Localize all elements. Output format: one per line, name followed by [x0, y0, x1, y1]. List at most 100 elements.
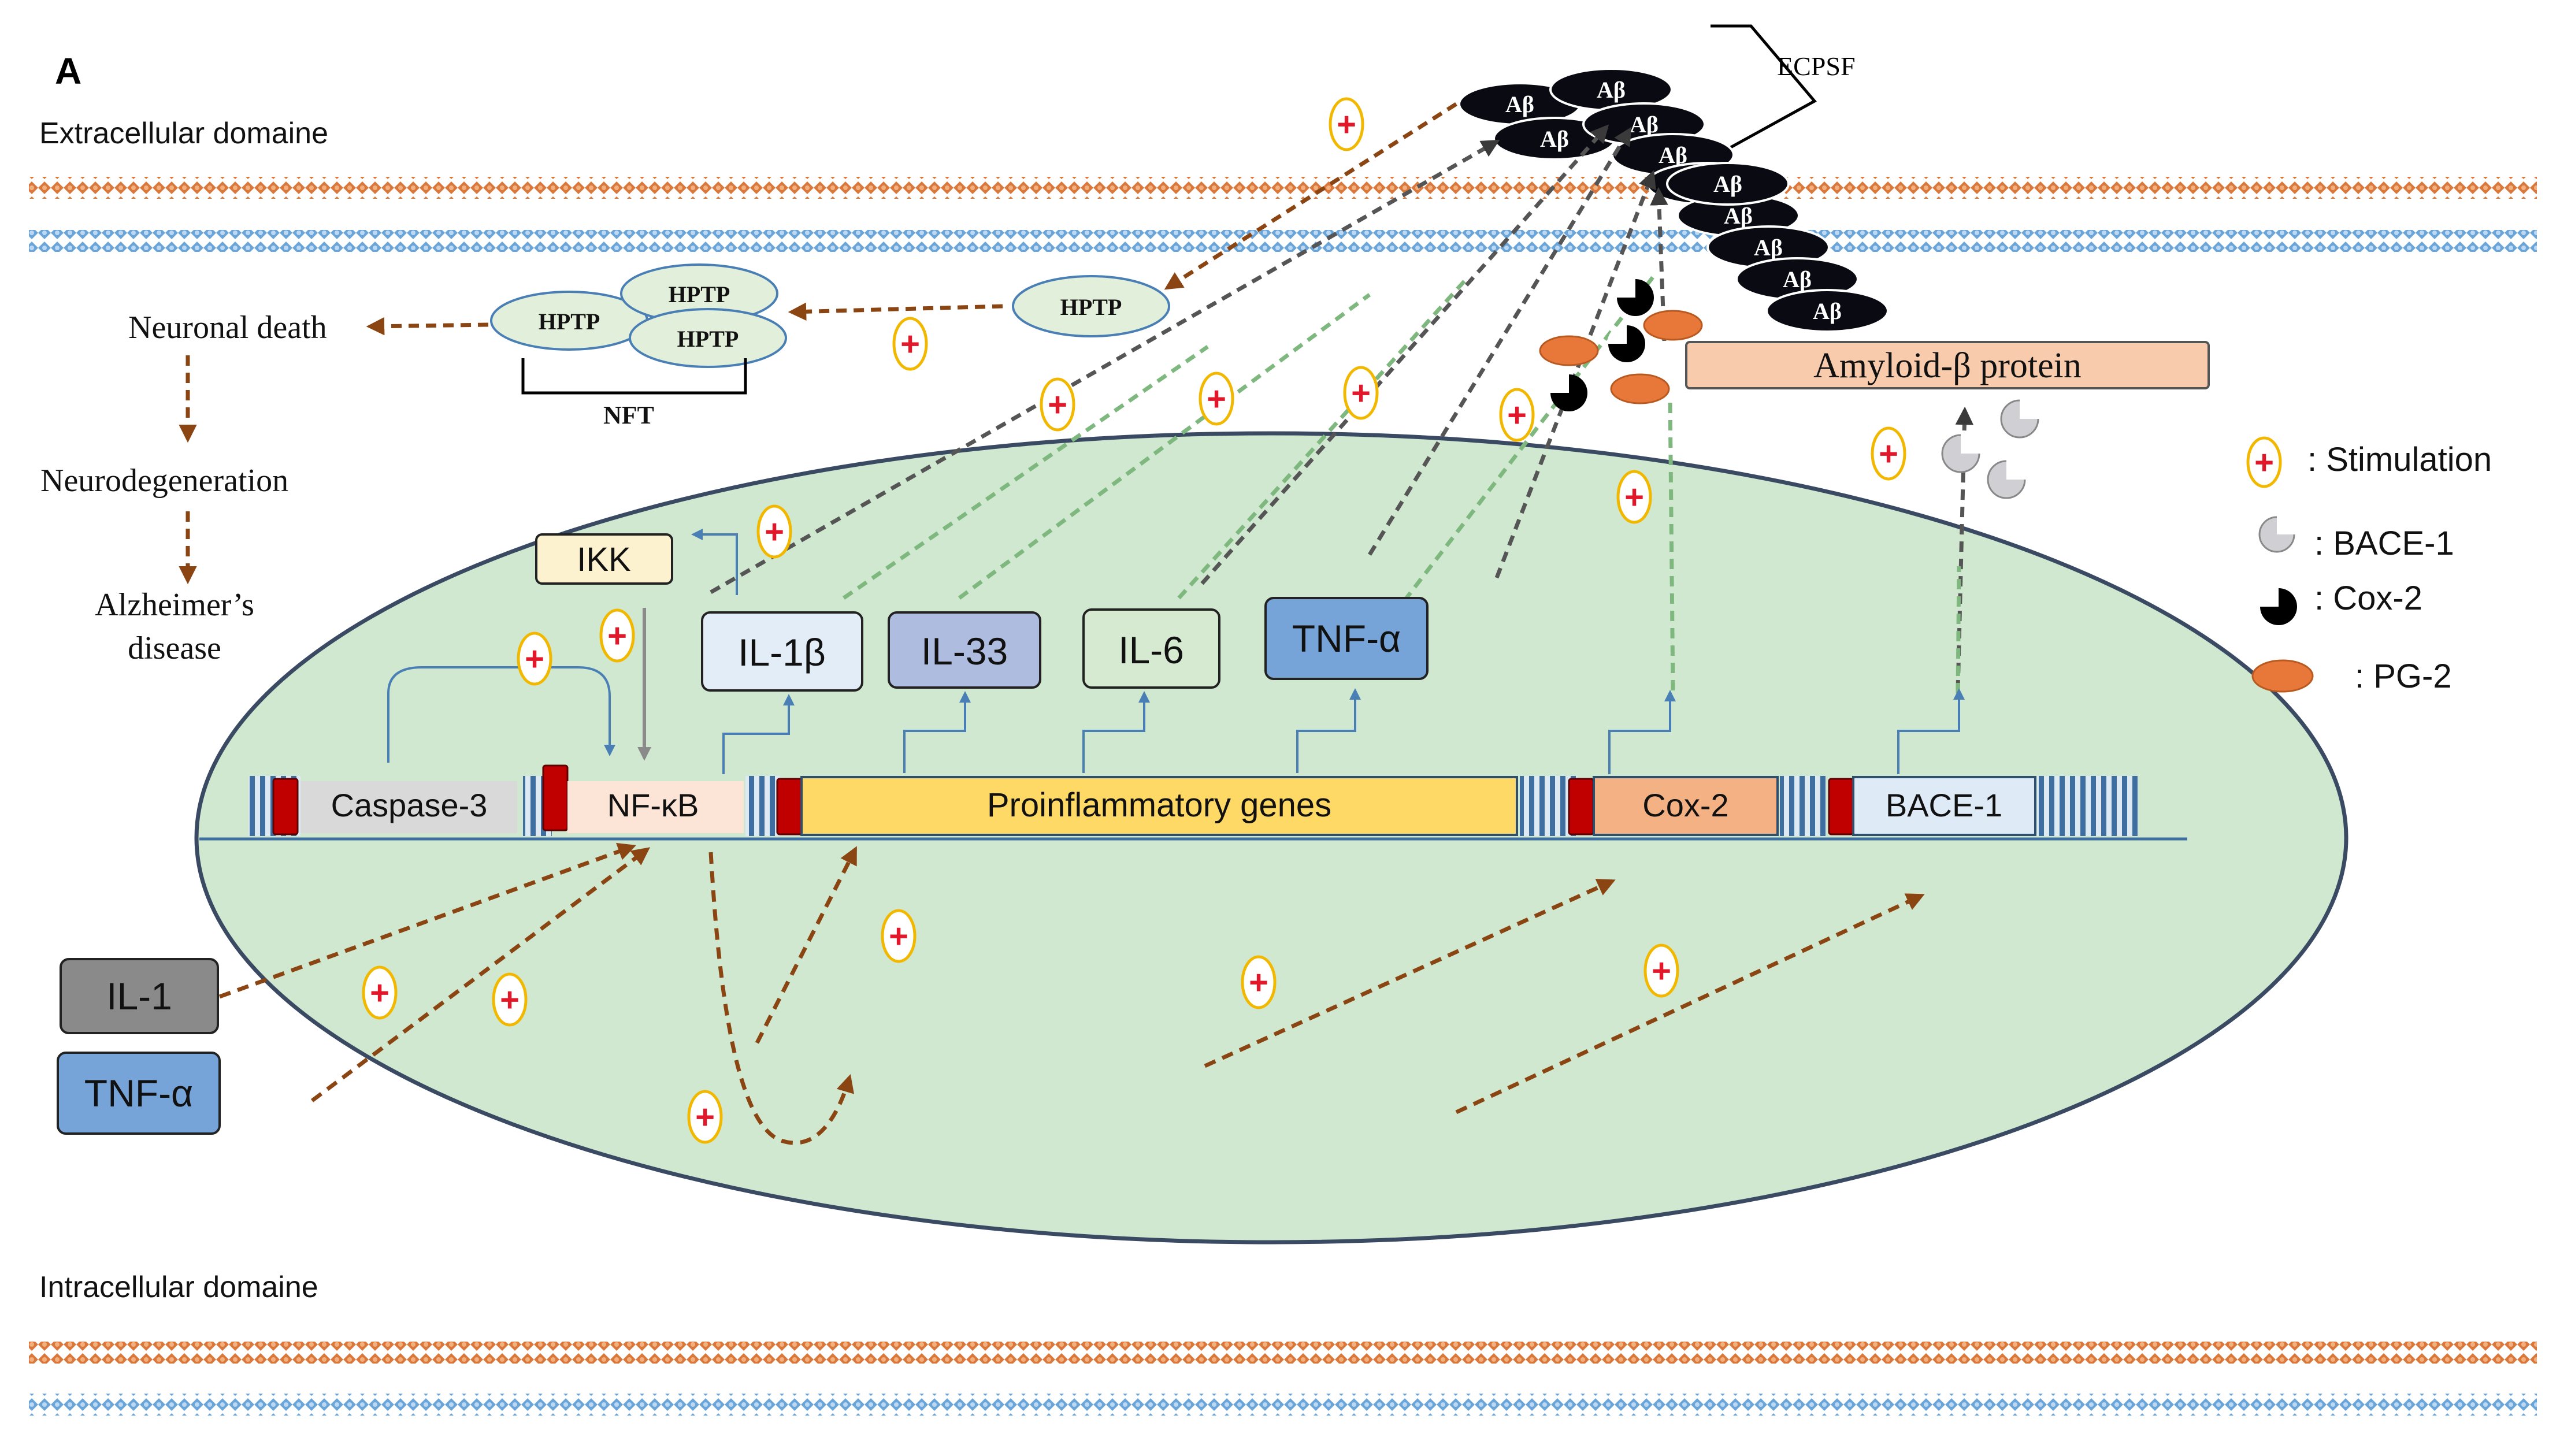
bace1-molecules: [1941, 399, 2039, 499]
il6-box[interactable]: IL-6: [1082, 608, 1220, 689]
legend-bace1-label: : BACE-1: [2314, 525, 2454, 562]
legend-cox2-icon: [2259, 587, 2297, 625]
stimulation-symbol: +: [1329, 97, 1364, 151]
il6-label: IL-6: [1118, 629, 1184, 671]
arrow-single-hptp-to-cluster: [788, 302, 1003, 321]
stimulation-symbol: +: [492, 972, 528, 1027]
stimulation-symbol: +: [517, 632, 552, 686]
brown-arrows-top: [179, 102, 1457, 585]
hptp-label: HPTP: [669, 281, 730, 307]
gene-bace1: BACE-1: [1852, 776, 2036, 836]
legend-pg2-icon: [2251, 659, 2314, 693]
stimulation-symbol: +: [362, 965, 398, 1020]
gene-cox2-label: Cox-2: [1642, 787, 1728, 823]
stimulation-symbol: +: [1499, 388, 1535, 442]
svg-text:+: +: [1207, 380, 1226, 418]
arrow-hptp-to-death: [366, 317, 489, 336]
abeta-label: Aβ: [1505, 91, 1534, 117]
neurodegeneration-label: Neurodegeneration: [40, 463, 288, 499]
abeta-label: Aβ: [1754, 235, 1783, 261]
ecpsf-label: ECPSF: [1777, 51, 1856, 81]
arrow-to-cox2: [1204, 879, 1616, 1068]
tnfa-outer-label: TNF-α: [84, 1072, 193, 1115]
tnfa-inner-box[interactable]: TNF-α: [1264, 597, 1429, 680]
brown-arrows-cell: [218, 842, 1925, 1145]
stimulation-symbol: +: [1871, 426, 1906, 481]
hptp-cluster: HPTP HPTP HPTP: [490, 263, 787, 368]
abeta-label: Aβ: [1713, 171, 1742, 197]
il33-box[interactable]: IL-33: [888, 611, 1041, 689]
svg-text:+: +: [1624, 478, 1644, 516]
arrow-il1-to-nfkb: [218, 842, 636, 999]
nft-label: NFT: [603, 401, 654, 429]
stimulation-symbol: +: [1643, 944, 1679, 998]
stimulation-symbols: +++++++++++++++++: [362, 97, 1906, 1144]
expression-arrows: [387, 529, 1965, 774]
tnfa-outer-box[interactable]: TNF-α: [57, 1052, 221, 1135]
svg-text:+: +: [900, 325, 920, 363]
svg-text:+: +: [1652, 952, 1671, 990]
il1-outer-box[interactable]: IL-1: [60, 958, 219, 1034]
stimulation-symbol: +: [599, 608, 635, 663]
cox2-molecule: [1549, 373, 1587, 411]
arrow-to-bace1: [1455, 893, 1925, 1115]
panel-label: A: [55, 50, 81, 92]
promoter-marker: [542, 764, 569, 831]
svg-text:+: +: [1249, 964, 1268, 1001]
il33-label: IL-33: [921, 630, 1008, 673]
gene-cox2: Cox-2: [1593, 776, 1779, 836]
bace1-molecule: [2000, 399, 2039, 439]
svg-text:+: +: [500, 981, 520, 1019]
hptp-ellipse-single: [1012, 275, 1170, 337]
cox2-molecule: [1616, 278, 1654, 316]
abeta-label: Aβ: [1630, 112, 1659, 138]
stimulation-symbol: +: [892, 317, 928, 371]
gene-nfkb: NF-κB: [567, 781, 744, 833]
ikk-box[interactable]: IKK: [535, 533, 673, 585]
promoter-marker: [776, 778, 803, 835]
arrow-to-abeta: [1368, 127, 1632, 556]
svg-text:+: +: [607, 617, 627, 655]
neuronal-death-label: Neuronal death: [128, 310, 327, 346]
intracellular-membrane: [29, 1342, 2537, 1416]
pg2-molecule: [1643, 310, 1703, 341]
promoter-marker: [1568, 778, 1594, 835]
amyloid-protein-box: [1685, 341, 2210, 389]
il1b-label: IL-1β: [738, 631, 826, 674]
hptp-label: HPTP: [677, 326, 739, 352]
stimulation-symbol: +: [756, 504, 792, 559]
stimulation-symbol: +: [687, 1090, 723, 1144]
abeta-label: Aβ: [1724, 203, 1753, 229]
svg-text:+: +: [525, 640, 544, 678]
il1b-box[interactable]: IL-1β: [701, 611, 863, 692]
gene-bace1-label: BACE-1: [1886, 787, 2002, 823]
stimulation-symbol: +: [1199, 372, 1234, 426]
stimulation-symbol: +: [881, 909, 917, 963]
stimulation-symbol: +: [1040, 377, 1075, 432]
arrow-to-abeta: [1200, 124, 1609, 585]
cox2-molecule: [1607, 324, 1645, 362]
tnfa-inner-label: TNF-α: [1292, 617, 1401, 660]
abeta-label: Aβ: [1597, 77, 1626, 103]
arrow-to-proinflammatory: [755, 846, 858, 1044]
svg-text:+: +: [370, 974, 389, 1012]
abeta-stack: AβAβAβAβAβAβAβAβAβAβAβ: [1458, 68, 1889, 333]
amyloid-protein-label: Amyloid-β protein: [1813, 346, 2082, 385]
abeta-oligomer: [1666, 162, 1790, 206]
promoter-markers: [272, 764, 1854, 835]
svg-text:+: +: [2254, 444, 2274, 481]
abeta-label: Aβ: [1783, 266, 1812, 292]
legend-pg2-label: : PG-2: [2355, 658, 2452, 695]
stimulation-symbol: +: [1241, 955, 1277, 1009]
legend-bace1-icon: [2258, 516, 2295, 553]
extracellular-membrane: [29, 177, 2537, 252]
hptp-label: HPTP: [1060, 294, 1122, 320]
legend-stimulation-icon: +: [2246, 436, 2282, 488]
arrow-to-abeta: [710, 139, 1500, 595]
gene-proinflammatory: Proinflammatory genes: [800, 776, 1518, 836]
gene-caspase3: Caspase-3: [300, 781, 517, 833]
abeta-label: Aβ: [1540, 126, 1569, 152]
ikk-label: IKK: [577, 541, 631, 578]
